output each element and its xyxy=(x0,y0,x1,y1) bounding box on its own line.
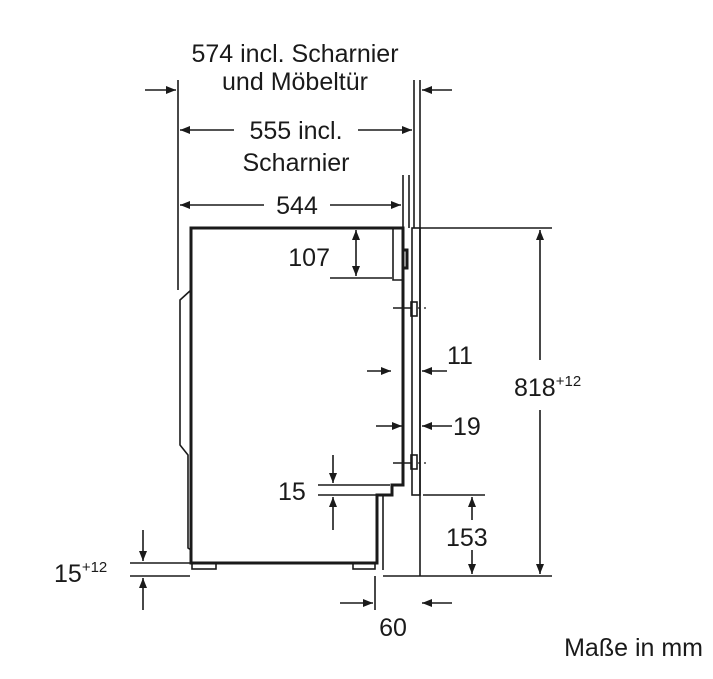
dim-19-label: 19 xyxy=(453,413,481,441)
appliance-outline xyxy=(179,226,428,570)
dim-15-foot-value: 15 xyxy=(54,560,82,588)
dim-818-value: 818 xyxy=(514,374,556,402)
extension-lines xyxy=(130,80,552,610)
dim-153-label: 153 xyxy=(446,524,488,552)
dim-574-label-line2: und Möbeltür xyxy=(222,68,368,96)
dim-15-foot-tolerance: +12 xyxy=(82,559,107,576)
dim-574-label-line1: 574 incl. Scharnier xyxy=(191,40,398,68)
dim-555-label-line2: Scharnier xyxy=(243,149,350,177)
dim-107-label: 107 xyxy=(288,244,330,272)
dim-544-label: 544 xyxy=(276,192,318,220)
dim-818-tolerance: +12 xyxy=(556,373,581,390)
dim-15-foot-label: 15+12 xyxy=(54,559,107,588)
dim-555-label-line1: 555 incl. xyxy=(249,117,342,145)
dim-818-label: 818+12 xyxy=(514,373,581,402)
units-note: Maße in mm xyxy=(564,634,703,662)
dim-60-label: 60 xyxy=(379,614,407,642)
dimension-arrows xyxy=(139,86,544,610)
dim-11-label: 11 xyxy=(447,342,473,370)
dim-15-label: 15 xyxy=(278,478,306,506)
